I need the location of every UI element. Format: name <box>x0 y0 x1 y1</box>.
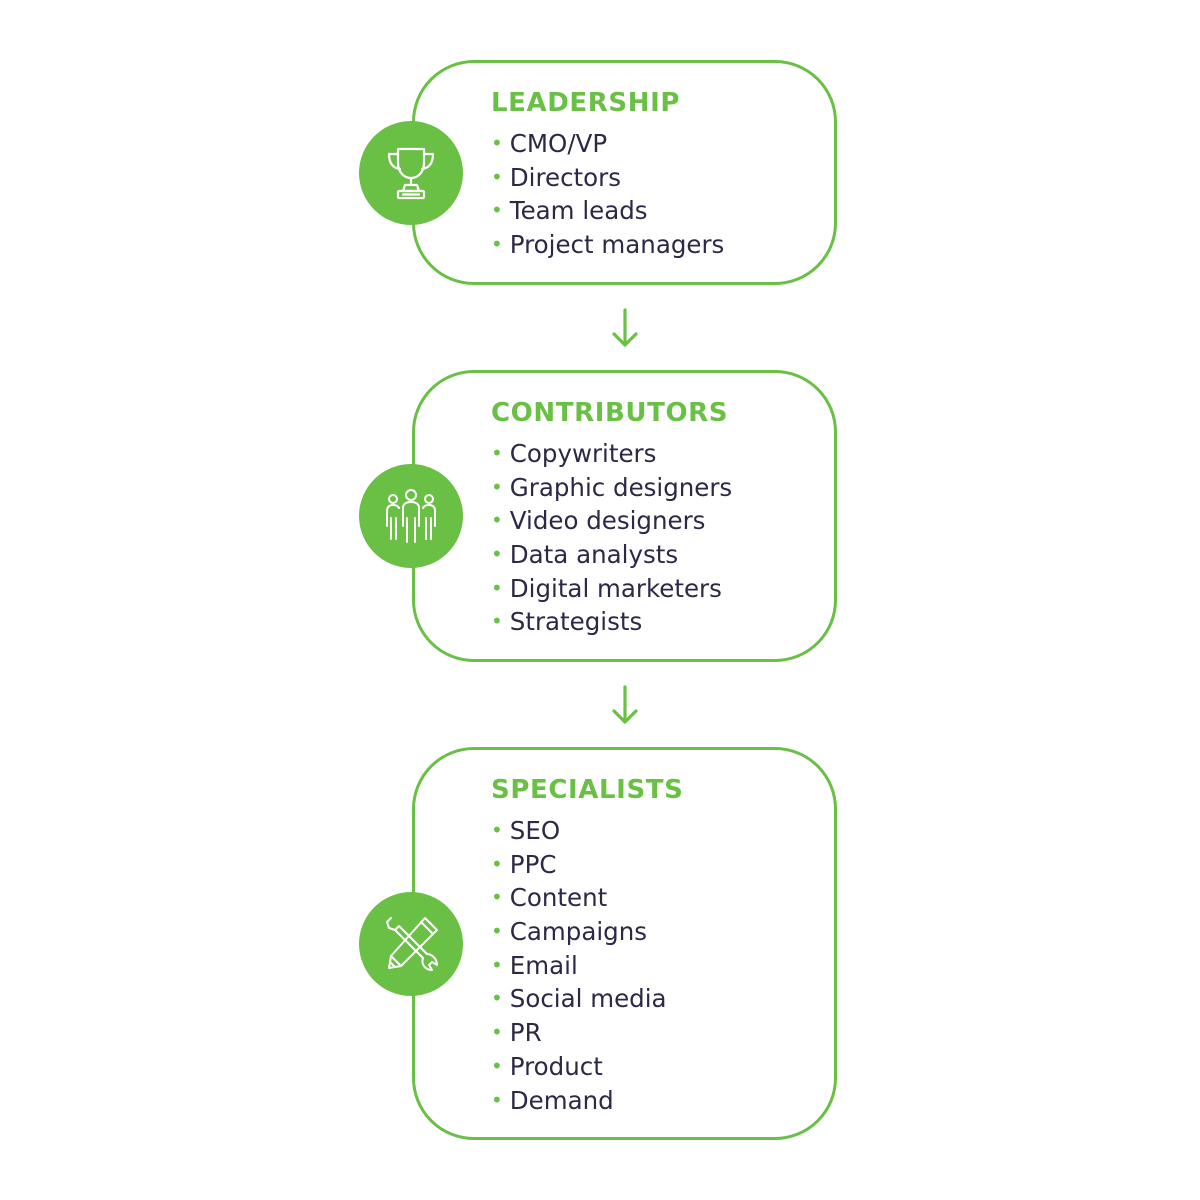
contributors-card: CONTRIBUTORS •Copywriters •Graphic desig… <box>412 370 837 662</box>
tools-icon <box>386 917 438 971</box>
bullet-icon: • <box>491 232 503 257</box>
bullet-icon: • <box>491 1087 503 1112</box>
list-item: •Demand <box>491 1085 614 1115</box>
item-list: •CMO/VP •Directors •Team leads •Project … <box>491 127 724 262</box>
list-item: •PR <box>491 1018 542 1048</box>
list-item: •Strategists <box>491 607 643 637</box>
bullet-icon: • <box>491 131 503 155</box>
list-item: •Directors <box>491 162 621 192</box>
bullet-icon: • <box>491 508 503 533</box>
bullet-icon: • <box>491 851 503 876</box>
section-title: LEADERSHIP <box>491 88 681 118</box>
list-item: •Project managers <box>491 230 725 260</box>
list-item: •Video designers <box>491 506 706 536</box>
arrow-down-icon <box>612 308 638 347</box>
item-list: •SEO •PPC •Content •Campaigns •Email •So… <box>491 814 667 1117</box>
bullet-icon: • <box>491 441 503 465</box>
bullet-icon: • <box>491 575 503 600</box>
list-item: •Content <box>491 883 608 913</box>
specialists-badge <box>359 892 463 996</box>
bullet-icon: • <box>491 198 503 223</box>
list-item: •Copywriters <box>491 439 657 468</box>
bullet-icon: • <box>491 818 503 842</box>
bullet-icon: • <box>491 952 503 977</box>
list-item: •Team leads <box>491 196 648 226</box>
bullet-icon: • <box>491 986 503 1011</box>
bullet-icon: • <box>491 919 503 944</box>
list-item: •Email <box>491 950 578 980</box>
list-item: •Data analysts <box>491 540 679 570</box>
list-item: •CMO/VP <box>491 129 608 158</box>
item-list: •Copywriters •Graphic designers •Video d… <box>491 437 732 639</box>
list-item: •PPC <box>491 849 557 879</box>
bullet-icon: • <box>491 542 503 567</box>
list-item: •Campaigns <box>491 917 647 947</box>
contributors-badge <box>359 464 463 568</box>
section-title: SPECIALISTS <box>491 775 684 805</box>
arrow-down-icon <box>612 685 638 724</box>
list-item: •SEO <box>491 816 561 845</box>
bullet-icon: • <box>491 1020 503 1045</box>
list-item: •Digital marketers <box>491 573 722 603</box>
bullet-icon: • <box>491 885 503 910</box>
bullet-icon: • <box>491 609 503 634</box>
section-title: CONTRIBUTORS <box>491 398 729 428</box>
specialists-card: SPECIALISTS •SEO •PPC •Content •Campaign… <box>412 747 837 1140</box>
bullet-icon: • <box>491 1053 503 1078</box>
list-item: •Product <box>491 1051 603 1081</box>
leadership-card: LEADERSHIP •CMO/VP •Directors •Team lead… <box>412 60 837 285</box>
list-item: •Social media <box>491 984 667 1014</box>
list-item: •Graphic designers <box>491 472 733 502</box>
bullet-icon: • <box>491 474 503 499</box>
bullet-icon: • <box>491 164 503 189</box>
team-icon <box>386 489 436 543</box>
trophy-icon <box>387 147 435 200</box>
leadership-badge <box>359 121 463 225</box>
